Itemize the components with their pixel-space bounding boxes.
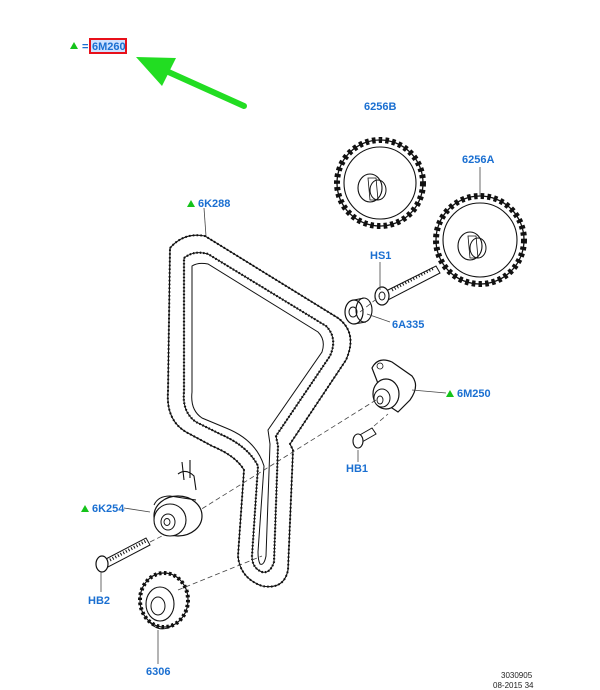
legend-code[interactable]: 6M260 <box>92 41 126 53</box>
crankshaft-sprocket[interactable] <box>138 571 190 630</box>
assembly-lines <box>149 295 389 591</box>
label-tensioner[interactable]: 6M250 <box>457 388 491 400</box>
label-belt[interactable]: 6K288 <box>198 198 230 210</box>
marker-triangle-icon <box>187 200 195 207</box>
bolt-hb1[interactable] <box>352 427 377 449</box>
camshaft-sprocket-a[interactable] <box>433 193 527 287</box>
bolt-hb2[interactable] <box>95 537 151 573</box>
label-bolt-hb2[interactable]: HB2 <box>88 595 110 607</box>
legend-equals: = <box>82 41 88 53</box>
timing-belt[interactable] <box>166 234 352 588</box>
legend: = 6M260 <box>70 38 127 54</box>
marker-triangle-icon <box>70 42 78 49</box>
highlight-box <box>89 38 127 54</box>
label-bolt-hb1[interactable]: HB1 <box>346 463 368 475</box>
part-labels: 6K288 6256B 6256A HS1 6A335 6M250 HB1 6K… <box>81 101 494 678</box>
camshaft-sprocket-b[interactable] <box>334 137 426 229</box>
label-idler-assembly[interactable]: 6K254 <box>92 503 125 515</box>
label-crank-sprocket[interactable]: 6306 <box>146 666 170 678</box>
marker-triangle-icon <box>446 390 454 397</box>
footer-ref: 3030905 <box>501 671 533 680</box>
label-sprocket-b[interactable]: 6256B <box>364 101 396 113</box>
label-sprocket-a[interactable]: 6256A <box>462 154 494 166</box>
bolt-hs1[interactable] <box>374 265 441 306</box>
idler-pulley[interactable] <box>344 297 373 325</box>
marker-triangle-icon <box>81 505 89 512</box>
green-arrow-icon <box>136 57 247 109</box>
label-bolt-hs1[interactable]: HS1 <box>370 250 391 262</box>
label-idler-pulley[interactable]: 6A335 <box>392 319 424 331</box>
timing-belt-tensioner[interactable] <box>371 359 417 413</box>
footer-date: 08-2015 34 <box>493 681 534 690</box>
idler-assembly[interactable] <box>153 460 203 537</box>
leader-lines <box>100 138 481 664</box>
